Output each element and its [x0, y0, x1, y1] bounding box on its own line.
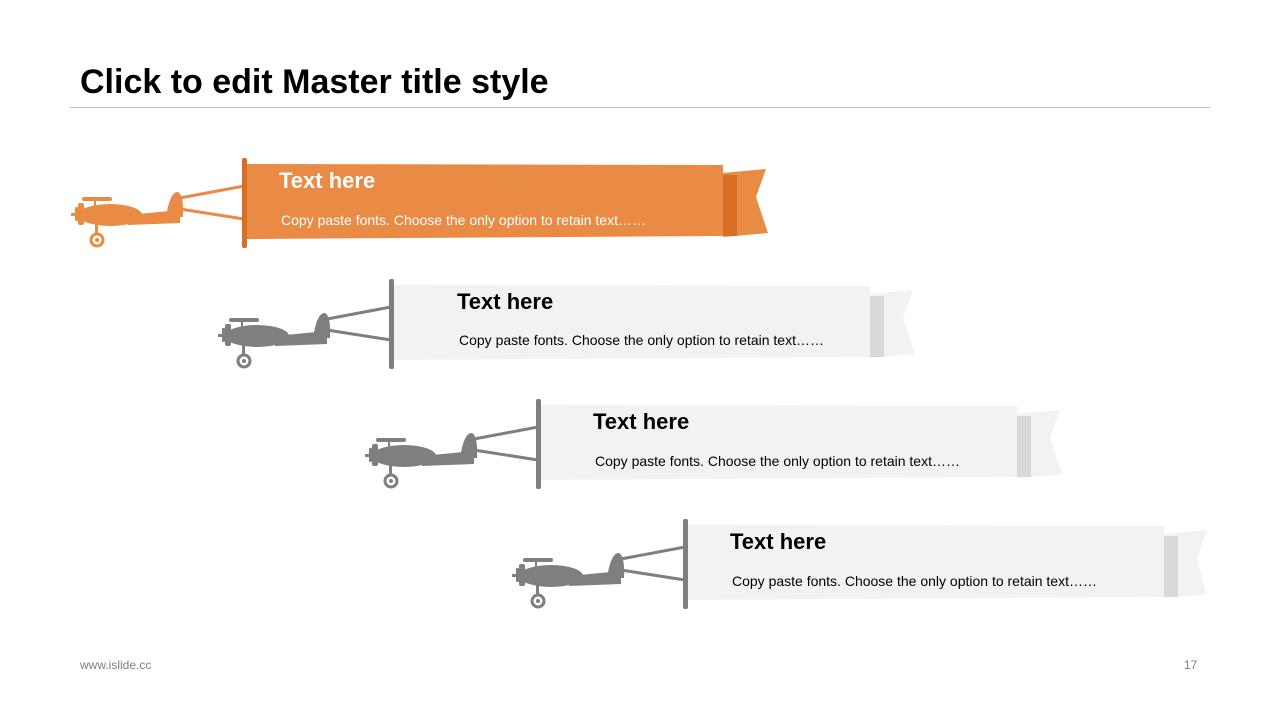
banner-row-2[interactable]: Text here Copy paste fonts. Choose the o… [215, 276, 915, 371]
banner-heading-4[interactable]: Text here [730, 529, 827, 554]
biplane-icon [512, 552, 625, 609]
banner-flag [541, 405, 1017, 480]
banner-body-4[interactable]: Copy paste fonts. Choose the only option… [732, 573, 1097, 589]
banner-heading-3[interactable]: Text here [593, 409, 690, 434]
banner-row-4[interactable]: Text here Copy paste fonts. Choose the o… [509, 516, 1209, 611]
tow-ropes [179, 184, 245, 221]
airplane-banner-graphic-2 [218, 279, 915, 369]
banner-body-3[interactable]: Copy paste fonts. Choose the only option… [595, 453, 960, 469]
biplane-icon [71, 191, 184, 248]
footer-website: www.islide.cc [80, 658, 152, 672]
tow-ropes [620, 545, 686, 582]
tow-ropes [473, 425, 539, 462]
banner-body-1[interactable]: Copy paste fonts. Choose the only option… [281, 212, 646, 228]
airplane-banner-graphic-1 [71, 158, 768, 248]
title-divider [70, 107, 1210, 108]
airplane-banner-graphic-3 [365, 399, 1062, 489]
biplane-icon [365, 432, 478, 489]
banner-pole [683, 519, 688, 609]
banner-heading-1[interactable]: Text here [279, 168, 376, 193]
tow-ropes [326, 305, 392, 342]
biplane-icon [218, 312, 331, 369]
banner-heading-2[interactable]: Text here [457, 289, 554, 314]
airplane-banner-graphic-4 [512, 519, 1207, 609]
slide-title[interactable]: Click to edit Master title style [80, 63, 549, 101]
banner-pole [536, 399, 541, 489]
banner-row-1[interactable]: Text here Copy paste fonts. Choose the o… [68, 155, 768, 250]
banner-pole [242, 158, 247, 248]
banner-flag [394, 285, 870, 360]
banner-flag [688, 525, 1164, 600]
banner-pole [389, 279, 394, 369]
banner-flag [247, 164, 723, 239]
page-number: 17 [1184, 658, 1198, 672]
banner-body-2[interactable]: Copy paste fonts. Choose the only option… [459, 332, 824, 348]
banner-row-3[interactable]: Text here Copy paste fonts. Choose the o… [362, 396, 1062, 491]
